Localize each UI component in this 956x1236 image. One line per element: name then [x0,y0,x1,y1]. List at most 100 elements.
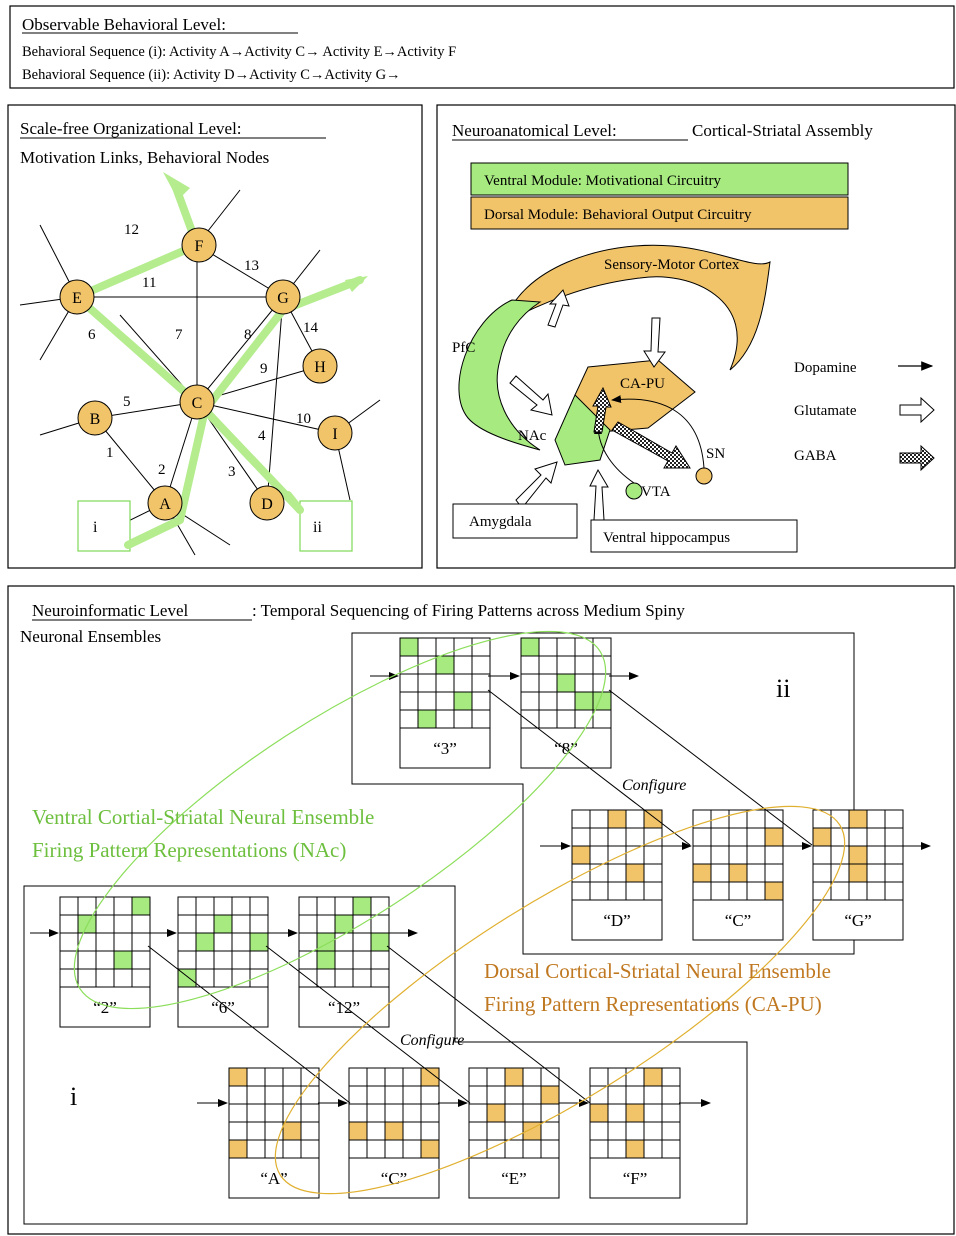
box-i: i [77,500,131,552]
glutamate-arrow-down [643,317,666,368]
node-A: A [147,485,183,521]
network-title: Scale-free Organizational Level: [20,119,242,138]
pfc-shape [458,299,542,451]
sequence-ii-label: ii [776,674,790,703]
vta-label: VTA [641,484,671,500]
dorsal-ellipse [274,805,846,1195]
observable-title: Observable Behavioral Level: [22,15,226,34]
svg-text:F: F [195,238,204,255]
informatic-title: Neuroinformatic Level [32,601,189,620]
nac-shape [554,394,611,466]
grid-ii-G-label: “G” [844,911,871,930]
svg-text:12: 12 [124,222,139,238]
glutamate-arrow-up [547,289,570,328]
svg-text:Amygdala: Amygdala [469,514,532,530]
legend-dopamine: Dopamine [794,360,857,376]
svg-text:4: 4 [258,428,266,444]
svg-text:13: 13 [244,258,259,274]
svg-text:ii: ii [313,519,322,536]
neuroanatomy-panel: Neuroanatomical Level: Cortical-Striatal… [436,104,956,569]
svg-text:11: 11 [142,275,156,291]
grid-i-A-label: “A” [260,1169,287,1188]
grid-ii-D: “D” [571,809,663,941]
svg-text:7: 7 [175,327,183,343]
svg-text:D: D [261,496,273,513]
svg-text:Dorsal Module: Behavioral Outp: Dorsal Module: Behavioral Output Circuit… [484,207,752,223]
observable-panel: Observable Behavioral Level: Behavioral … [9,5,955,89]
pfc-label: PfC [452,340,475,356]
network-nodes: F E G H C B I A D [59,227,353,521]
neuro-title: Neuroanatomical Level: [452,121,617,140]
node-D: D [249,485,285,521]
dorsal-caption-2: Firing Pattern Representations (CA-PU) [484,992,822,1016]
svg-text:i: i [93,519,98,536]
grid-ii-C: “C” [692,809,784,941]
grid-i-2-label: “2” [93,998,117,1017]
grid-ii-3-label: “3” [433,739,457,758]
sequence-ii-region [351,632,855,955]
svg-text:14: 14 [303,320,319,336]
dopamine-sn-capu [611,395,705,469]
svg-text:B: B [90,411,101,428]
edge-labels: 12 11 13 6 7 8 14 9 5 10 4 1 2 3 [88,222,319,480]
node-E: E [59,279,95,315]
svg-text:8: 8 [244,327,252,343]
sequence-i-arrows [30,929,711,1107]
grid-i-A: “A” [228,1067,320,1199]
sequence-ii-arrows [370,672,931,850]
node-H: H [302,348,338,384]
svg-text:A: A [159,496,171,513]
path-i-arrowhead [163,172,190,200]
informatic-title-line2: Neuronal Ensembles [20,627,161,646]
svg-text:E: E [72,290,82,307]
hippocampus-box: Ventral hippocampus [590,519,798,553]
configure-label-ii: Configure [622,777,686,794]
gaba-arrow-sn [611,421,691,469]
neuro-title-2: Cortical-Striatal Assembly [692,121,873,140]
gaba-arrow-capu [592,386,612,433]
grid-i-6: “6” [177,896,269,1028]
grid-i-F: “F” [589,1067,681,1199]
sequence-i-dorsal-grids: “A” “C” “E” “F” [228,1067,681,1199]
dorsal-caption-1: Dorsal Cortical-Striatal Neural Ensemble [484,959,831,983]
glutamate-arrow-amygdala [515,461,558,509]
sequence-ii-text: Behavioral Sequence (ii): Activity D→Act… [22,67,401,83]
svg-text:H: H [314,359,326,376]
grid-ii-G: “G” [812,809,904,941]
svg-text:5: 5 [123,394,131,410]
sequence-ii-ventral-grids: “3”“8” [399,637,612,769]
grid-i-E-label: “E” [501,1169,526,1188]
grid-ii-C-label: “C” [725,911,751,930]
sequence-i-region [23,885,748,1225]
grid-ii-3: “3” [399,637,491,769]
ventral-caption-2: Firing Pattern Representations (NAc) [32,838,346,862]
grid-i-2: “2” [59,896,151,1028]
vta-node [625,482,643,500]
sequence-i-text: Behavioral Sequence (i): Activity A→Acti… [22,44,456,60]
grid-i-C-label: “C” [381,1169,407,1188]
path-ii-arrowhead [345,276,368,292]
svg-text:6: 6 [88,327,96,343]
svg-text:C: C [192,395,203,412]
svg-text:Ventral Module: Motivational C: Ventral Module: Motivational Circuitry [484,173,722,189]
svg-text:2: 2 [158,462,166,478]
svg-text:Ventral hippocampus: Ventral hippocampus [603,530,730,546]
informatic-title-rest: : Temporal Sequencing of Firing Patterns… [252,601,685,620]
svg-text:G: G [277,290,289,307]
svg-text:9: 9 [260,361,268,377]
capu-label: CA-PU [620,376,665,392]
legend-glutamate-arrow [899,396,935,424]
network-subtitle: Motivation Links, Behavioral Nodes [20,148,269,167]
glutamate-arrow-pfc [509,375,553,416]
glutamate-arrow-hippocampus [589,468,609,521]
sequence-ii-dorsal-grids: “D” “C” “G” [571,809,904,941]
node-F: F [181,227,217,263]
grid-ii-D-label: “D” [603,911,630,930]
neuroinformatic-panel: Neuroinformatic Level : Temporal Sequenc… [7,585,955,1235]
sequence-i-ventral-grids: “2”“6”“12” [59,896,390,1028]
cortex-label: Sensory-Motor Cortex [604,257,740,273]
nac-label: NAc [518,428,547,444]
svg-text:I: I [332,426,337,443]
node-C: C [179,384,215,420]
grid-i-C: “C” [348,1067,440,1199]
